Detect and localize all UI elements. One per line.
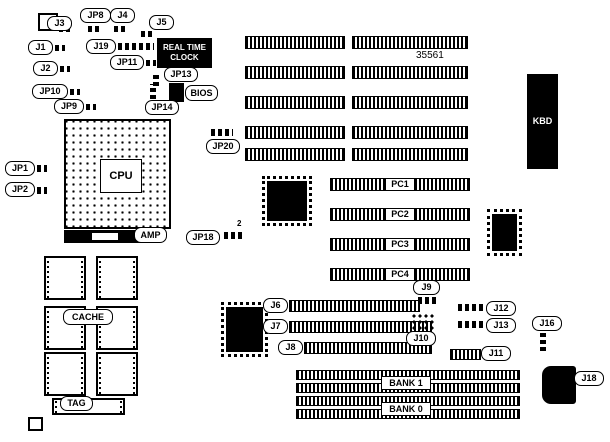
label-j19: J19 xyxy=(86,39,116,54)
label-jp20: JP20 xyxy=(206,139,240,154)
pin-header-j5 xyxy=(141,31,153,37)
pin-header-jp20 xyxy=(211,129,233,136)
isa-slot-4-left xyxy=(245,126,345,139)
pci-slot-label-pc3: PC3 xyxy=(385,238,415,251)
isa-slot-4-right xyxy=(352,126,468,139)
pci-slot-label-pc4: PC4 xyxy=(385,268,415,281)
qfp-chip-1 xyxy=(262,176,312,226)
pci-slot-label-pc2: PC2 xyxy=(385,208,415,221)
cache-chip-6 xyxy=(96,352,138,396)
label-j9: J9 xyxy=(413,280,440,295)
din-connector-j18 xyxy=(542,366,576,404)
label-jp13: JP13 xyxy=(164,67,198,82)
isa-slot-3-right xyxy=(352,96,468,109)
isa-slot-5-right xyxy=(352,148,468,161)
isa-slot-5-left xyxy=(245,148,345,161)
cache-chip-1 xyxy=(44,256,86,300)
pin-header-j1 xyxy=(55,45,65,51)
label-j4: J4 xyxy=(110,8,135,23)
label-j8: J8 xyxy=(278,340,303,355)
label-j10: J10 xyxy=(406,331,436,346)
amp-label: AMP xyxy=(134,227,167,243)
pin-header-j12 xyxy=(458,304,485,311)
jp18-pin2-annotation: 2 xyxy=(237,219,242,228)
isa-slot-2-right xyxy=(352,66,468,79)
keyboard-connector: KBD xyxy=(527,74,558,169)
rtc-chip: REAL TIME CLOCK xyxy=(157,38,212,68)
bank1-label: BANK 1 xyxy=(381,376,431,390)
pin-header-j10 xyxy=(411,313,435,330)
bank0-label: BANK 0 xyxy=(381,402,431,416)
ribbon-connector-j8 xyxy=(304,342,432,354)
cpu-label: CPU xyxy=(100,159,142,193)
pin-header-j16 xyxy=(540,333,546,351)
pin-header-jp18 xyxy=(224,232,242,239)
label-j5: J5 xyxy=(149,15,174,30)
label-jp1: JP1 xyxy=(5,161,35,176)
label-j3: J3 xyxy=(47,16,72,31)
label-j11: J11 xyxy=(481,346,511,361)
ribbon-connector-j6 xyxy=(289,300,420,312)
pin-header-j19 xyxy=(118,43,154,50)
pin-header-jp14 xyxy=(150,84,156,99)
connector-j11 xyxy=(450,349,481,360)
isa-slot-1-left xyxy=(245,36,345,49)
label-j16: J16 xyxy=(532,316,562,331)
isa-slot-1-right xyxy=(352,36,468,49)
label-j1: J1 xyxy=(28,40,53,55)
pin-header-jp9 xyxy=(86,104,96,110)
label-j12: J12 xyxy=(486,301,516,316)
pin-header-jp11 xyxy=(146,60,156,66)
label-jp18: JP18 xyxy=(186,230,220,245)
rtc-label-line2: CLOCK xyxy=(170,53,199,62)
pin-header-jp2 xyxy=(37,187,47,194)
cache-chip-5 xyxy=(44,352,86,396)
rtc-label-line1: REAL TIME xyxy=(163,43,206,52)
pin-header-j2 xyxy=(60,66,70,72)
cache-chip-2 xyxy=(96,256,138,300)
label-jp11: JP11 xyxy=(110,55,144,70)
cache-label: CACHE xyxy=(63,309,113,325)
isa-slot-2-left xyxy=(245,66,345,79)
pin-header-jp8 xyxy=(88,26,100,32)
part-number: 35561 xyxy=(416,50,444,61)
label-j18: J18 xyxy=(574,371,604,386)
label-jp10: JP10 xyxy=(32,84,68,99)
label-j6: J6 xyxy=(263,298,288,313)
qfp-chip-3 xyxy=(221,302,268,357)
tag-label: TAG xyxy=(60,396,93,411)
pin-header-jp10 xyxy=(70,89,80,95)
pin-header-j13 xyxy=(458,321,485,328)
bios-chip xyxy=(169,83,184,102)
pin-header-j4 xyxy=(114,26,126,32)
isa-slot-3-left xyxy=(245,96,345,109)
connector-box-bottomleft xyxy=(28,417,43,431)
pin-header-jp13 xyxy=(153,72,159,86)
label-jp9: JP9 xyxy=(54,99,84,114)
pin-header-jp1 xyxy=(37,165,47,172)
label-j2: J2 xyxy=(33,61,58,76)
label-j13: J13 xyxy=(486,318,516,333)
bios-label: BIOS xyxy=(185,85,218,101)
label-j7: J7 xyxy=(263,319,288,334)
pci-slot-label-pc1: PC1 xyxy=(385,178,415,191)
pin-header-j9 xyxy=(418,297,436,304)
qfp-chip-2 xyxy=(487,209,522,256)
cpu-socket-lever-window xyxy=(92,233,118,240)
label-jp14: JP14 xyxy=(145,100,179,115)
label-jp2: JP2 xyxy=(5,182,35,197)
label-jp8: JP8 xyxy=(80,8,111,23)
